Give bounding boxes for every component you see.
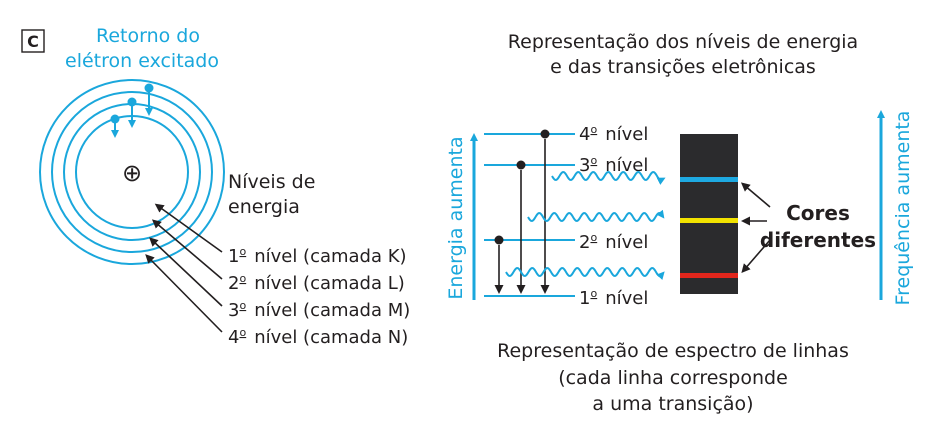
colors-label-line2: diferentes (760, 228, 876, 252)
ordinal-mark: o (239, 245, 246, 258)
shell-level-label-l: 2o nível (camada L) (228, 272, 405, 294)
frequency-axis-label: Frequência aumenta (892, 111, 914, 306)
shell-level-text-l: nível (camada L) (254, 273, 405, 294)
electron-dot-level4 (540, 129, 550, 139)
pointer-n (145, 254, 223, 333)
ordinal-mark: o (239, 299, 246, 312)
shell-level-label-m: 3o nível (camada M) (228, 299, 410, 321)
emitted-photons (505, 170, 666, 280)
atom-transitions (110, 83, 154, 138)
photon-wave-top (551, 170, 666, 185)
spectrum-caption-line2: (cada linha corresponde (558, 367, 788, 389)
panel-label: C (27, 32, 39, 51)
shell-level-num-m: 3 (228, 300, 239, 321)
spectrum-caption-line3: a uma transição) (592, 393, 753, 415)
spectrum-bar (680, 134, 738, 294)
spectrum-line-blue (680, 177, 738, 182)
shell-level-num-n: 4 (228, 327, 239, 348)
nucleus-symbol: ⊕ (122, 159, 142, 187)
spectrum-line-red (680, 273, 738, 278)
energy-level-text-1: nível (605, 288, 648, 309)
shell-n (39, 79, 225, 265)
energy-level-num-4: 4 (579, 124, 590, 145)
shell-level-text-m: nível (camada M) (254, 300, 410, 321)
energy-level-text-2: nível (605, 232, 648, 253)
pointer-blue-line (740, 182, 771, 208)
energy-title-line1: Representação dos níveis de energia (508, 31, 858, 53)
shell-level-text-n: nível (camada N) (254, 327, 408, 348)
shell-level-label-n: 4o nível (camada N) (228, 326, 408, 348)
photon-wave-bottom (505, 266, 665, 280)
return-title-line1: Retorno do (96, 25, 200, 47)
electron-dot-level2 (494, 235, 504, 245)
shell-level-num-l: 2 (228, 273, 239, 294)
ordinal-mark: o (590, 123, 597, 136)
energy-level-lines (484, 133, 575, 297)
electron-dot-mid (127, 97, 137, 107)
electron-dot-left (110, 114, 120, 124)
shell-m (51, 91, 213, 253)
pointer-m (149, 237, 223, 307)
energy-level-text-4: nível (605, 124, 648, 145)
photon-wave-middle (527, 209, 665, 223)
electron-dot-outer (144, 83, 154, 93)
ordinal-mark: o (239, 326, 246, 339)
electron-transitions (494, 129, 550, 294)
shell-pointers (145, 203, 223, 333)
colors-label-line1: Cores (786, 201, 850, 225)
energy-level-num-1: 1 (579, 288, 590, 309)
energy-level-num-2: 2 (579, 232, 590, 253)
color-pointers (740, 182, 771, 274)
levels-title-line2: energia (228, 196, 300, 218)
ordinal-mark: o (590, 287, 597, 300)
energy-level-text-3: nível (605, 155, 648, 176)
spectrum-line-yellow (680, 218, 738, 223)
ordinal-mark: o (590, 231, 597, 244)
energy-axis-label: Energia aumenta (445, 136, 467, 299)
ordinal-mark: o (239, 272, 246, 285)
panel-label-box (21, 29, 45, 53)
energy-title-line2: e das transições eletrônicas (550, 56, 816, 78)
electron-dot-level3 (516, 160, 526, 170)
return-title-line2: elétron excitado (65, 50, 219, 72)
pointer-k (154, 203, 223, 253)
spectrum-caption-line1: Representação de espectro de linhas (497, 340, 849, 362)
shell-level-label-k: 1o nível (camada K) (228, 245, 407, 267)
levels-title-line1: Níveis de (228, 171, 315, 193)
ordinal-mark: o (590, 154, 597, 167)
shell-level-num-k: 1 (228, 246, 239, 267)
pointer-l (151, 219, 223, 280)
shell-level-text-k: nível (camada K) (254, 246, 406, 267)
pointer-red-line (741, 239, 771, 274)
energy-level-num-3: 3 (579, 155, 590, 176)
